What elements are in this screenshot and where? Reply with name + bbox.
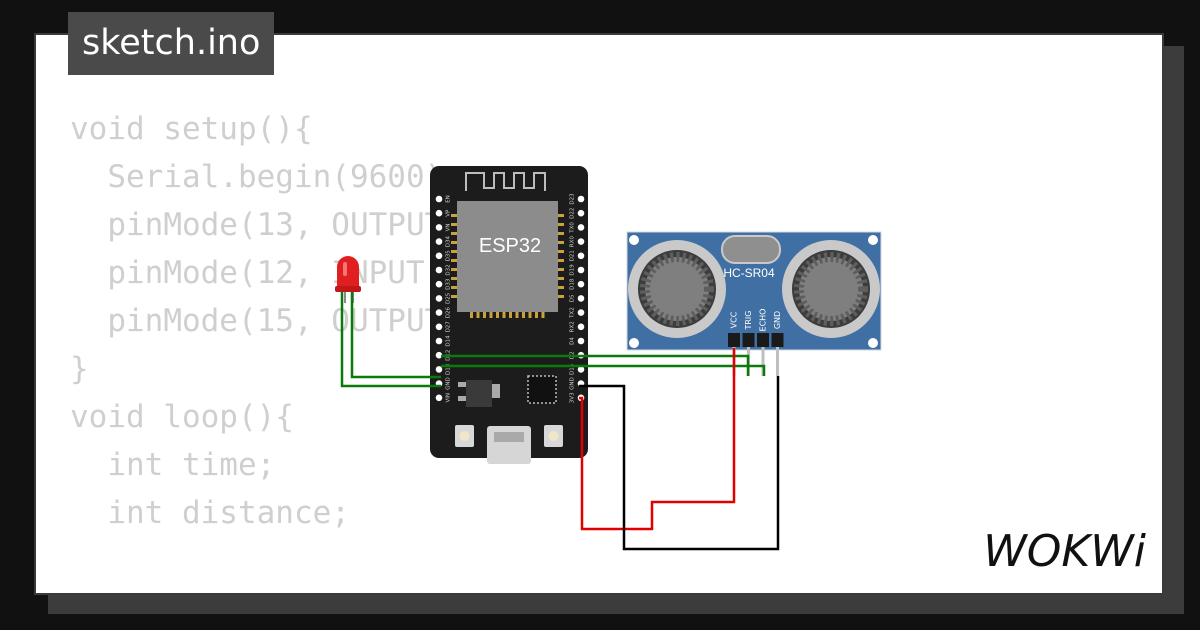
sensor-pin-header xyxy=(757,333,769,347)
pin-label: TX2 xyxy=(570,307,576,319)
preview-card: void setup(){ Serial.begin(9600); pinMod… xyxy=(34,33,1164,595)
pin-label: VIN xyxy=(446,393,452,403)
pin-label: VN xyxy=(446,223,452,231)
pin-hole[interactable] xyxy=(435,323,443,331)
antenna-trace xyxy=(465,172,546,191)
sensor-pin[interactable] xyxy=(761,347,765,376)
sensor-pin-label: ECHO xyxy=(759,309,768,332)
wire-vcc[interactable] xyxy=(579,348,736,531)
sensor-pin-label: TRIG xyxy=(744,310,753,330)
pin-label: GND xyxy=(570,377,576,390)
pin-label: D35 xyxy=(446,250,452,262)
usb-port xyxy=(487,426,531,464)
pin-label: D22 xyxy=(570,208,576,219)
pin-label: D18 xyxy=(570,278,576,290)
pin-hole[interactable] xyxy=(577,337,585,345)
pin-hole[interactable] xyxy=(577,280,585,288)
pin-hole[interactable] xyxy=(577,209,585,217)
pin-label: D21 xyxy=(570,250,576,261)
pin-label: D5 xyxy=(570,294,576,302)
pin-label: EN xyxy=(446,195,452,203)
pin-label: D13 xyxy=(446,363,452,375)
code-line: Serial.begin(9600); xyxy=(70,159,462,195)
pin-hole[interactable] xyxy=(435,224,443,231)
code-line: void setup(){ xyxy=(70,111,313,147)
code-preview: void setup(){ Serial.begin(9600); pinMod… xyxy=(70,105,518,593)
code-line: int time; xyxy=(70,447,276,483)
transducer-right xyxy=(782,240,880,338)
sensor-pin-label: VCC xyxy=(730,311,739,328)
voltage-regulator xyxy=(466,380,492,407)
sensor-pin-header xyxy=(771,333,784,347)
wire-led-anode[interactable] xyxy=(350,292,441,379)
transducer-left xyxy=(628,240,726,338)
pin-label: D4 xyxy=(570,337,576,345)
pin-hole[interactable] xyxy=(435,266,443,274)
wires xyxy=(340,292,780,551)
pin-hole[interactable] xyxy=(577,309,585,316)
pin-hole[interactable] xyxy=(435,394,443,402)
code-line: void loop(){ xyxy=(70,399,294,435)
sensor-pin[interactable] xyxy=(776,347,779,376)
pin-hole[interactable] xyxy=(435,238,443,245)
led-body xyxy=(337,256,359,290)
pin-label: D34 xyxy=(446,235,452,247)
pin-hole[interactable] xyxy=(435,252,443,260)
red-led[interactable] xyxy=(335,256,361,303)
pin-hole[interactable] xyxy=(435,195,443,203)
pin-label: D25 xyxy=(446,292,452,304)
pin-label: RX2 xyxy=(570,321,576,332)
pin-hole[interactable] xyxy=(577,252,585,260)
pin-label: D19 xyxy=(570,264,576,276)
pin-hole[interactable] xyxy=(577,366,585,373)
pin-label: TX0 xyxy=(570,222,576,234)
crystal xyxy=(721,235,781,264)
pin-label: GND xyxy=(446,377,452,390)
pin-label: D26 xyxy=(446,306,452,318)
pin-hole[interactable] xyxy=(577,195,585,203)
pin-label: VP xyxy=(446,209,452,217)
sensor-label: HC-SR04 xyxy=(723,266,775,280)
wokwi-logo: WOKWi xyxy=(983,526,1146,577)
file-tab[interactable]: sketch.ino xyxy=(68,12,275,75)
esp32-chip-label: ESP32 xyxy=(479,235,541,257)
pin-hole[interactable] xyxy=(577,238,585,245)
pin-label: D15 xyxy=(570,363,576,375)
wire-trig[interactable] xyxy=(441,354,750,376)
usb-serial-chip xyxy=(527,375,557,404)
pin-hole[interactable] xyxy=(435,366,443,373)
wire-echo[interactable] xyxy=(441,364,766,376)
pin-label: 3V3 xyxy=(570,392,576,403)
code-line: digitalWrite(13, LOW); xyxy=(70,585,518,593)
sensor-pin-label: GND xyxy=(773,311,782,329)
wire-gnd[interactable] xyxy=(579,376,780,551)
pin-hole[interactable] xyxy=(435,209,443,217)
pin-hole[interactable] xyxy=(577,323,585,331)
esp32-module xyxy=(457,201,558,312)
pin-hole[interactable] xyxy=(577,295,585,302)
esp32-board[interactable]: ESP32 ENVPVND34D35D32D33D25D26D27D14D12D… xyxy=(430,166,588,464)
module-pads xyxy=(451,214,564,318)
pin-label: D27 xyxy=(446,321,452,333)
pin-label: RX0 xyxy=(570,236,576,248)
pin-hole[interactable] xyxy=(435,337,443,345)
pin-label: D14 xyxy=(446,335,452,347)
pin-hole[interactable] xyxy=(435,351,443,359)
sensor-pin-header xyxy=(742,333,755,347)
code-line: int distance; xyxy=(70,495,350,531)
pin-hole[interactable] xyxy=(435,309,443,316)
sensor-pin-header xyxy=(728,333,740,347)
pin-label: D23 xyxy=(570,193,576,205)
pin-hole[interactable] xyxy=(577,224,585,231)
pin-hole[interactable] xyxy=(577,266,585,274)
pin-label: D33 xyxy=(446,278,452,290)
code-line: } xyxy=(70,351,89,387)
pin-hole[interactable] xyxy=(435,280,443,288)
wire-led-cathode[interactable] xyxy=(340,292,441,388)
pin-hole[interactable] xyxy=(435,295,443,302)
hc-sr04-sensor[interactable]: HC-SR04 VCC TRIG ECHO GND xyxy=(626,231,882,376)
pin-label: D32 xyxy=(446,264,452,275)
